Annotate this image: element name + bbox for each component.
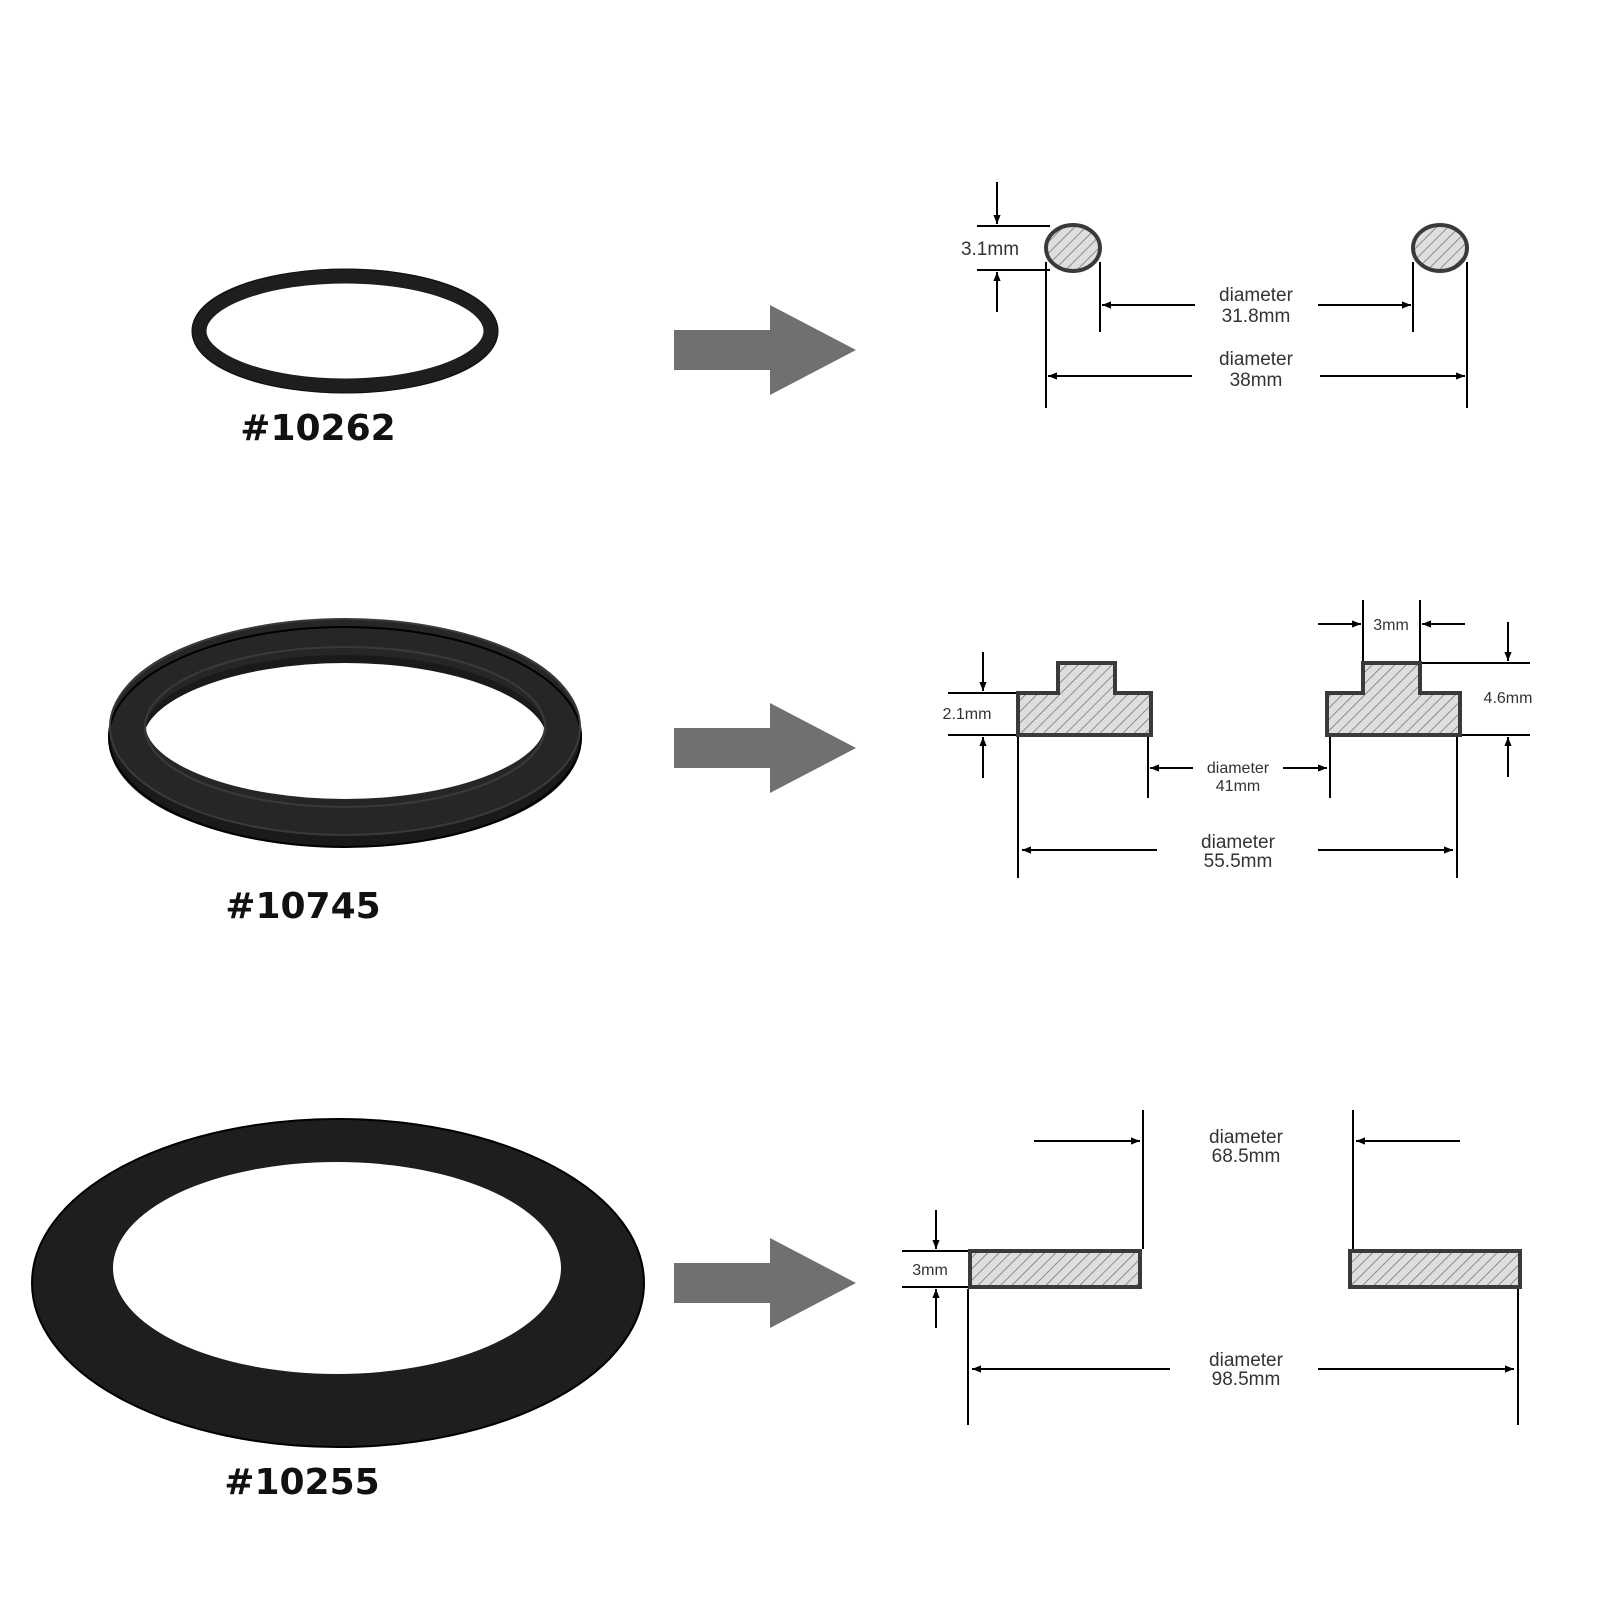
flat-washer-photo bbox=[31, 1118, 645, 1448]
total-height-label: 4.6mm bbox=[1484, 690, 1533, 707]
inner-diameter-value: 41mm bbox=[1216, 778, 1260, 795]
outer-diameter-value: 98.5mm bbox=[1212, 1369, 1281, 1390]
thickness-label: 3mm bbox=[912, 1262, 948, 1279]
step-width-label: 3mm bbox=[1373, 617, 1409, 634]
thickness-label: 3.1mm bbox=[961, 239, 1019, 260]
part-number-label: #10262 bbox=[240, 408, 395, 449]
arrow-right-icon bbox=[674, 1238, 856, 1328]
inner-diameter-word: diameter bbox=[1209, 1127, 1284, 1148]
arrow-right-icon bbox=[674, 703, 856, 793]
flat-washer-cross-section: 3mm diameter 68.5mm diameter 98.5mm bbox=[902, 1110, 1522, 1425]
outer-diameter-value: 55.5mm bbox=[1204, 851, 1273, 872]
inner-diameter-value: 68.5mm bbox=[1212, 1146, 1281, 1167]
inner-diameter-value: 31.8mm bbox=[1222, 306, 1291, 327]
part-10255: #10255 3mm diameter 68.5mm diamete bbox=[31, 1110, 1522, 1503]
part-10745: #10745 2.1mm 3mm 4.6mm bbox=[108, 600, 1533, 927]
part-10262: #10262 3.1mm diameter 31.8mm bbox=[191, 182, 1469, 449]
inner-diameter-word: diameter bbox=[1219, 285, 1294, 306]
base-height-label: 2.1mm bbox=[943, 706, 992, 723]
arrow-right-icon bbox=[674, 305, 856, 395]
stepped-gasket-cross-section: 2.1mm 3mm 4.6mm diameter 41mm bbox=[943, 600, 1533, 878]
o-ring-photo bbox=[191, 268, 499, 394]
outer-diameter-word: diameter bbox=[1201, 832, 1276, 853]
outer-diameter-value: 38mm bbox=[1230, 370, 1283, 391]
part-number-label: #10745 bbox=[225, 886, 380, 927]
stepped-gasket-photo bbox=[108, 618, 582, 848]
outer-diameter-word: diameter bbox=[1219, 349, 1294, 370]
o-ring-cross-section: 3.1mm diameter 31.8mm diameter 38mm bbox=[961, 182, 1469, 408]
part-number-label: #10255 bbox=[224, 1462, 379, 1503]
outer-diameter-word: diameter bbox=[1209, 1350, 1284, 1371]
inner-diameter-word: diameter bbox=[1207, 760, 1270, 777]
